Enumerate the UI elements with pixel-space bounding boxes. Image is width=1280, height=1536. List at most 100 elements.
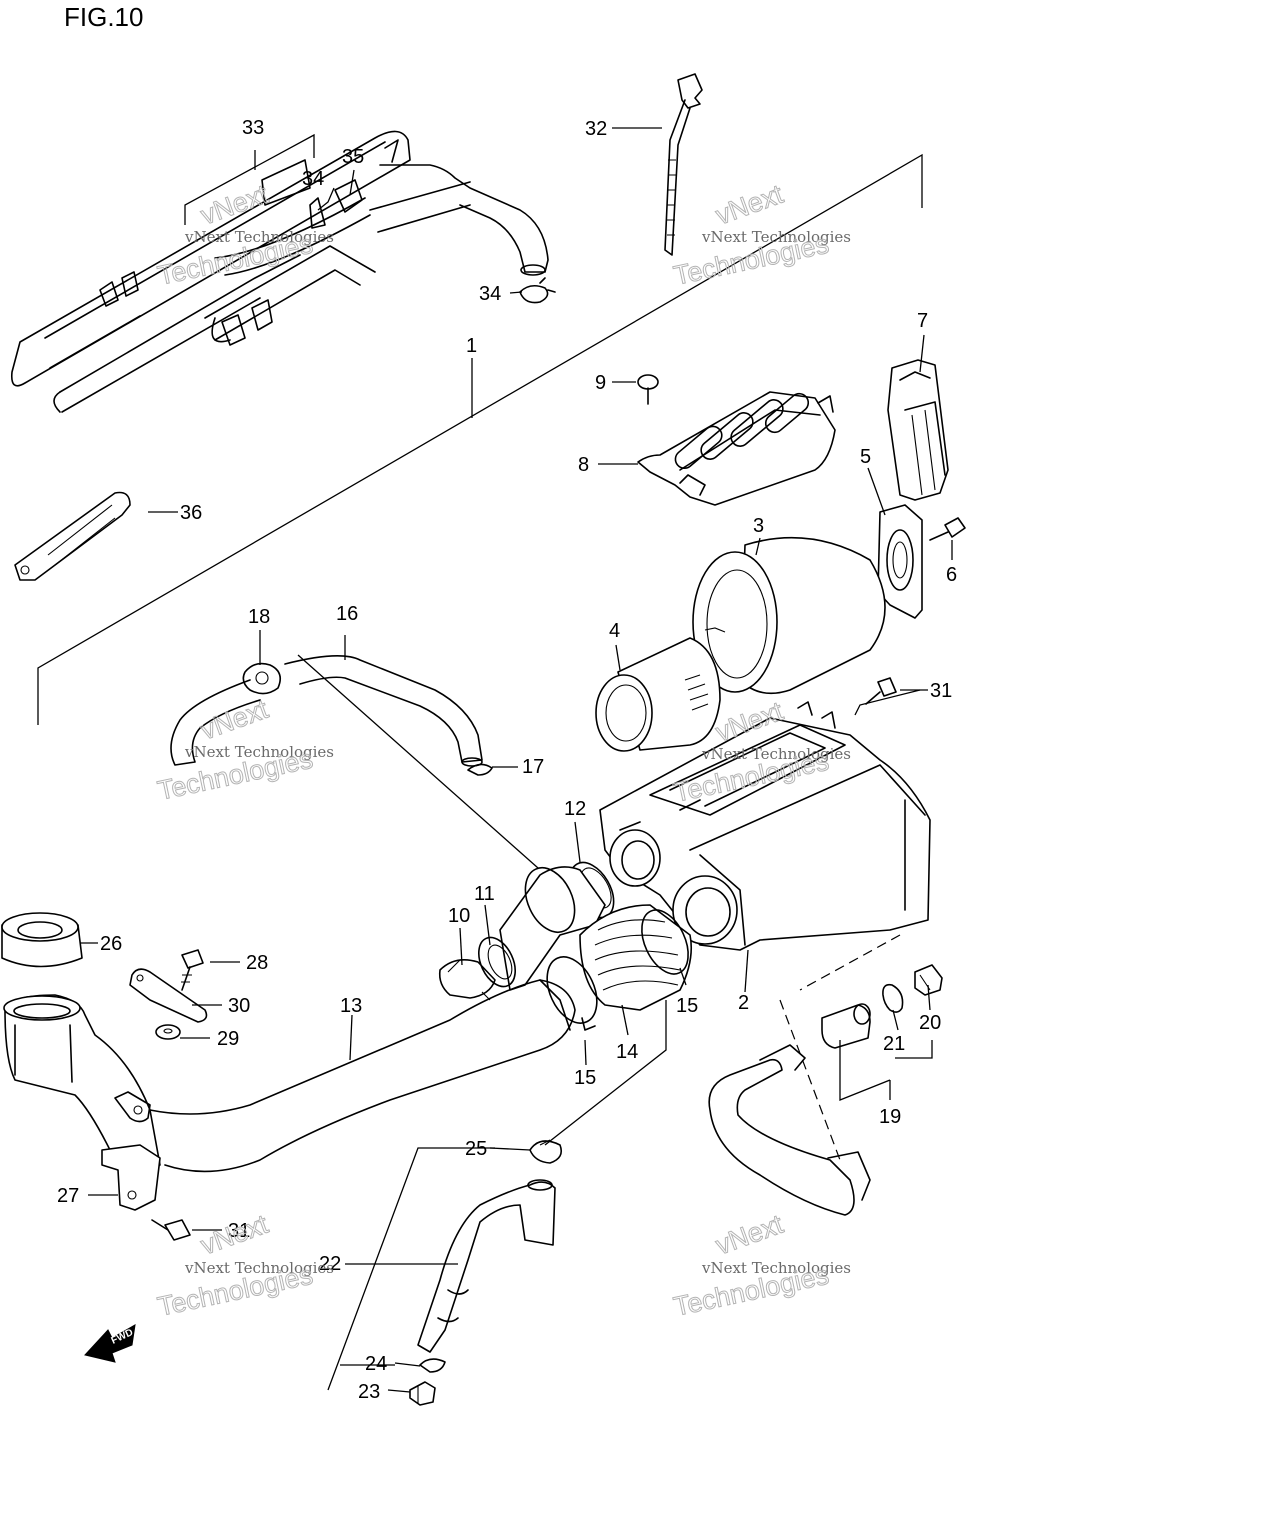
callout-24: 24 [365, 1353, 387, 1375]
part-34-clip [519, 277, 556, 304]
reference-line [799, 934, 901, 991]
watermark-top-right: vNext vNext Technologies Technologies [671, 178, 852, 291]
callout-11: 11 [474, 883, 495, 905]
svg-text:vNext Technologies: vNext Technologies [701, 745, 851, 763]
callout-6: 6 [946, 564, 957, 586]
part-33-hose-set [10, 130, 549, 413]
callout-22: 22 [319, 1253, 341, 1275]
callout-18: 18 [248, 606, 270, 628]
callout-19: 19 [879, 1106, 901, 1128]
part-17-clip [467, 763, 493, 776]
svg-text:vNext: vNext [712, 179, 788, 231]
callout-9: 9 [595, 372, 606, 394]
part-18-clamp [242, 662, 281, 695]
callout-21: 21 [883, 1033, 905, 1055]
part-22-drain-hose [417, 1179, 556, 1353]
part-36-strap [14, 491, 131, 581]
part-19-hose [708, 1044, 871, 1216]
part-31-upper-bolt [865, 677, 897, 705]
part-16-hose [170, 655, 483, 767]
part-4-filter [595, 637, 721, 752]
callout-20: 20 [919, 1012, 941, 1034]
svg-text:vNext Technologies: vNext Technologies [701, 1259, 851, 1277]
callout-17: 17 [522, 756, 544, 778]
callout-31-lower: 31 [228, 1220, 250, 1242]
callout-1: 1 [466, 335, 477, 357]
reference-line-2 [779, 999, 841, 1161]
callout-3: 3 [753, 515, 764, 537]
part-3-filter-cover [692, 536, 886, 695]
callout-28: 28 [246, 952, 268, 974]
callout-33: 33 [242, 117, 264, 139]
callout-5: 5 [860, 446, 871, 468]
part-8-cover [637, 391, 836, 506]
part-26-grommet [1, 912, 83, 968]
svg-text:vNext: vNext [197, 694, 273, 746]
part-11-clamp [478, 936, 516, 988]
callout-31-upper: 31 [930, 680, 952, 702]
callout-27: 27 [57, 1185, 79, 1207]
callout-29: 29 [217, 1028, 239, 1050]
part-7-cover [887, 359, 949, 501]
callout-4: 4 [609, 620, 620, 642]
watermark-bottom-left: vNext vNext Technologies Technologies [155, 1208, 335, 1322]
callout-30: 30 [228, 995, 250, 1017]
part-5-gasket [877, 504, 923, 619]
callout-14: 14 [616, 1041, 638, 1063]
svg-text:vNext: vNext [197, 1209, 273, 1261]
callout-2: 2 [738, 992, 749, 1014]
svg-text:vNext Technologies: vNext Technologies [184, 1259, 334, 1277]
figure-title: FIG.10 [64, 2, 143, 32]
callout-34-upper: 34 [302, 168, 324, 190]
svg-text:vNext Technologies: vNext Technologies [184, 743, 334, 761]
part-32-strap [664, 73, 703, 256]
watermark-bottom-right: vNext vNext Technologies Technologies [671, 1208, 852, 1322]
svg-text:vNext: vNext [712, 1209, 788, 1261]
callout-35: 35 [342, 146, 364, 168]
svg-text:vNext Technologies: vNext Technologies [184, 228, 334, 246]
callout-25: 25 [465, 1138, 487, 1160]
part-9-screw [637, 374, 659, 405]
watermark-top-left: vNext vNext Technologies Technologies [155, 178, 335, 291]
callout-15-rear: 15 [676, 995, 698, 1017]
part-29-washer [155, 1024, 181, 1040]
callout-16: 16 [336, 603, 358, 625]
callout-36: 36 [180, 502, 202, 524]
forward-arrow: FWD [84, 1324, 136, 1363]
watermark-mid-left: vNext vNext Technologies Technologies [155, 693, 335, 806]
part-6-bolt [929, 517, 966, 541]
callout-7: 7 [917, 310, 928, 332]
callouts: 1 2 3 4 5 6 7 8 9 10 11 12 13 14 15 15 1… [57, 117, 957, 1403]
part-2-air-cleaner-case [599, 701, 931, 951]
callout-26: 26 [100, 933, 122, 955]
part-27-bracket [101, 1144, 161, 1211]
part-10-clamp [438, 959, 496, 1001]
callout-10: 10 [448, 905, 470, 927]
part-24-clip [419, 1358, 446, 1373]
callout-12: 12 [564, 798, 586, 820]
leader-lines [80, 127, 953, 1393]
svg-text:vNext Technologies: vNext Technologies [701, 228, 851, 246]
callout-23: 23 [358, 1381, 380, 1403]
part-13-hose [149, 979, 576, 1173]
part-25-clamp [529, 1139, 563, 1164]
part-21-hose-piece [821, 1003, 871, 1049]
part-intake-duct [499, 866, 606, 991]
callout-15-front: 15 [574, 1067, 596, 1089]
part-21-ring [882, 983, 904, 1013]
callout-32: 32 [585, 118, 607, 140]
svg-text:vNext: vNext [197, 179, 273, 231]
part-31-lower-bolt [151, 1219, 191, 1241]
part-15-clamp-front [546, 956, 598, 1031]
assembly-bracket-lines [37, 153, 923, 725]
part-15-clamp-rear [641, 909, 689, 975]
part-23-cap [409, 1381, 436, 1406]
part-28-bolt [181, 949, 204, 991]
callout-34-lower: 34 [479, 283, 501, 305]
part-inlet-elbow [3, 994, 161, 1171]
part-30-stay [129, 968, 208, 1023]
part-14-bellows [579, 904, 693, 1011]
callout-8: 8 [578, 454, 589, 476]
callout-13: 13 [340, 995, 362, 1017]
